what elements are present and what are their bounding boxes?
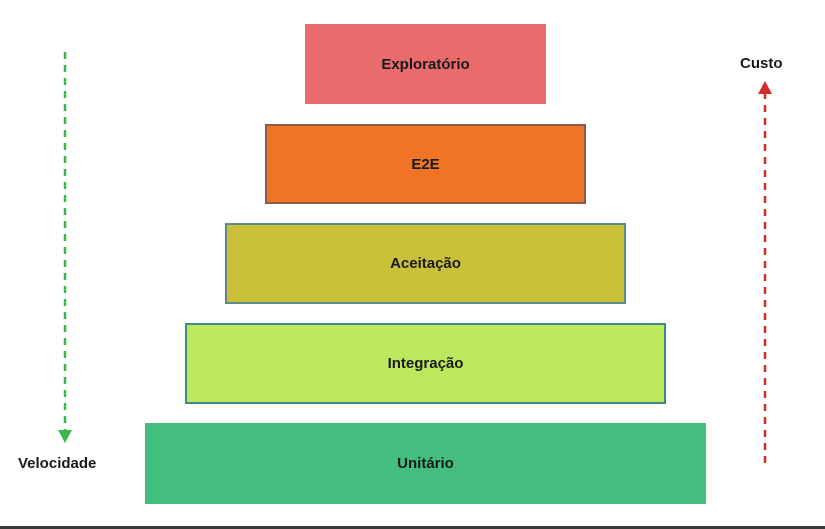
layer-e2e: E2E — [265, 124, 586, 204]
bottom-divider — [0, 526, 825, 529]
layer-label: Exploratório — [381, 55, 470, 73]
layer-label: Aceitação — [390, 255, 461, 272]
velocidade-label: Velocidade — [18, 455, 97, 472]
layer-exploratorio: Exploratório — [305, 24, 546, 104]
layer-integracao: Integração — [185, 323, 666, 404]
layer-label: E2E — [411, 155, 440, 173]
custo-label: Custo — [740, 55, 783, 72]
layer-aceitacao: Aceitação — [225, 223, 626, 304]
velocidade-arrow — [58, 52, 72, 443]
layer-label: Integração — [387, 355, 464, 372]
layer-unitario: Unitário — [145, 423, 706, 504]
layer-label: Unitário — [397, 455, 454, 472]
custo-arrow — [758, 81, 772, 463]
